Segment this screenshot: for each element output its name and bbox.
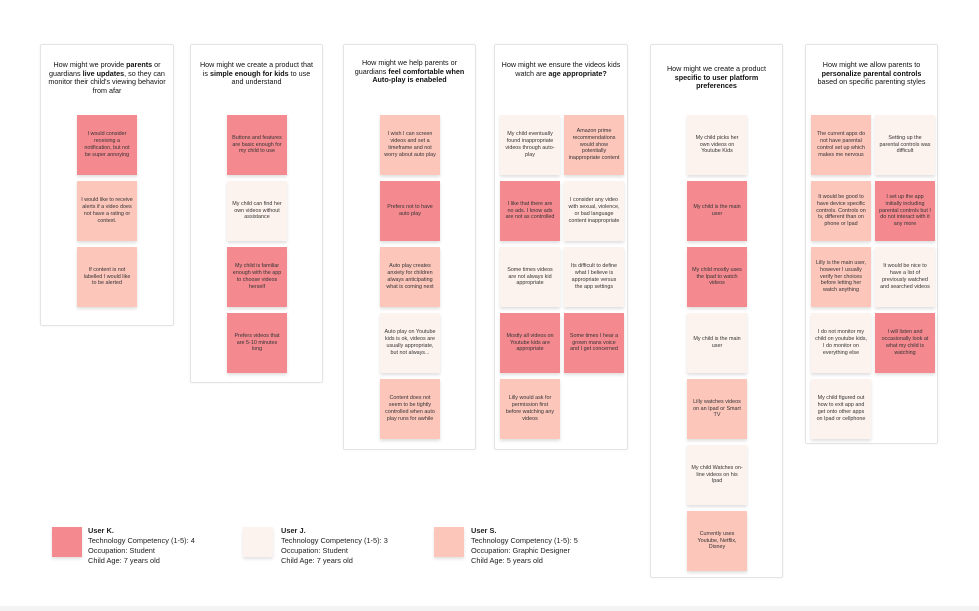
column-age-appropriate: How might we ensure the videos kids watc…	[494, 44, 628, 450]
legend-user-k: User K. Technology Competency (1-5): 4 O…	[88, 526, 195, 565]
column-live-updates: How might we provide parents or guardian…	[40, 44, 174, 326]
sticky-note[interactable]: Buttons and features are basic enough fo…	[227, 115, 287, 175]
legend-swatch-user-k	[52, 527, 82, 557]
sticky-note[interactable]: Prefers videos that are 5-10 minutes lon…	[227, 313, 287, 373]
legend-user-s: User S. Technology Competency (1-5): 5 O…	[471, 526, 578, 565]
hmw-question: How might we ensure the videos kids watc…	[501, 60, 621, 78]
hmw-question: How might we allow parents to personaliz…	[817, 60, 926, 87]
sticky-note[interactable]: I would like to receive alerts if a vide…	[77, 181, 137, 241]
sticky-note[interactable]: I will listen and occasionally look at w…	[875, 313, 935, 373]
sticky-note[interactable]: Auto play on Youtube kids is ok, videos …	[380, 313, 440, 373]
sticky-note[interactable]: The current apps do not have parental co…	[811, 115, 871, 175]
sticky-note[interactable]: Setting up the parental controls was dif…	[875, 115, 935, 175]
sticky-note[interactable]: It would be nice to have a list of previ…	[875, 247, 935, 307]
legend-user-j: User J. Technology Competency (1-5): 3 O…	[281, 526, 388, 565]
column-platform-preferences: How might we create a product specific t…	[650, 44, 783, 578]
sticky-note[interactable]: I wish I can screen videos and set a tim…	[380, 115, 440, 175]
sticky-note[interactable]: My child picks her own videos on Youtube…	[687, 115, 747, 175]
sticky-note[interactable]: My child is the main user	[687, 181, 747, 241]
sticky-note[interactable]: My child eventually found inappropriate …	[500, 115, 560, 175]
sticky-note[interactable]: My child is familiar enough with the app…	[227, 247, 287, 307]
hmw-question: How might we create a product that is si…	[199, 60, 314, 87]
sticky-note[interactable]: I like that there are no ads. I know ads…	[500, 181, 560, 241]
sticky-note[interactable]: My child figured out how to exit app and…	[811, 379, 871, 439]
hmw-question: How might we create a product specific t…	[666, 64, 767, 91]
sticky-note[interactable]: It would be good to have device specific…	[811, 181, 871, 241]
hmw-question: How might we provide parents or guardian…	[48, 60, 166, 95]
sticky-note[interactable]: Lilly watches videos on an Ipad or Smart…	[687, 379, 747, 439]
sticky-note[interactable]: Lilly is the main user, however I usuall…	[811, 247, 871, 307]
legend-swatch-user-s	[434, 527, 464, 557]
sticky-note[interactable]: Some times videos are not always kid app…	[500, 247, 560, 307]
sticky-note[interactable]: My child Watches on- line videos on his …	[687, 445, 747, 505]
board-bottom-edge	[0, 606, 979, 611]
sticky-note[interactable]: I set up the app initially including par…	[875, 181, 935, 241]
sticky-note[interactable]: I consider any video with sexual, violen…	[564, 181, 624, 241]
column-personalize-controls: How might we allow parents to personaliz…	[805, 44, 938, 444]
sticky-note[interactable]: I do not monitor my child on youtube kid…	[811, 313, 871, 373]
sticky-note[interactable]: Some times I hear a grown mans voice and…	[564, 313, 624, 373]
sticky-note[interactable]: Lilly would ask for permission first bef…	[500, 379, 560, 439]
sticky-note[interactable]: My child mostly uses the Ipad to watch v…	[687, 247, 747, 307]
sticky-note[interactable]: Auto play creates anxiety for children a…	[380, 247, 440, 307]
legend-swatch-user-j	[243, 527, 273, 557]
sticky-note[interactable]: My child is the main user	[687, 313, 747, 373]
sticky-note[interactable]: Amazon prime recommendations would show …	[564, 115, 624, 175]
hmw-question: How might we help parents or guardians f…	[354, 58, 465, 85]
sticky-note[interactable]: I would consider receiving a notificatio…	[77, 115, 137, 175]
sticky-note[interactable]: My child can find her own videos without…	[227, 181, 287, 241]
sticky-note[interactable]: Content does not seem to be tightly cont…	[380, 379, 440, 439]
sticky-note[interactable]: Prefers not to have auto play	[380, 181, 440, 241]
column-simple-for-kids: How might we create a product that is si…	[190, 44, 323, 383]
sticky-note[interactable]: Its difficult to define what I believe i…	[564, 247, 624, 307]
sticky-note[interactable]: Currently uses Youtube, Netflix, Disney	[687, 511, 747, 571]
sticky-note[interactable]: Mostly all videos on Youtube kids are ap…	[500, 313, 560, 373]
column-auto-play: How might we help parents or guardians f…	[343, 44, 476, 450]
sticky-note[interactable]: If content is not labelled I would like …	[77, 247, 137, 307]
